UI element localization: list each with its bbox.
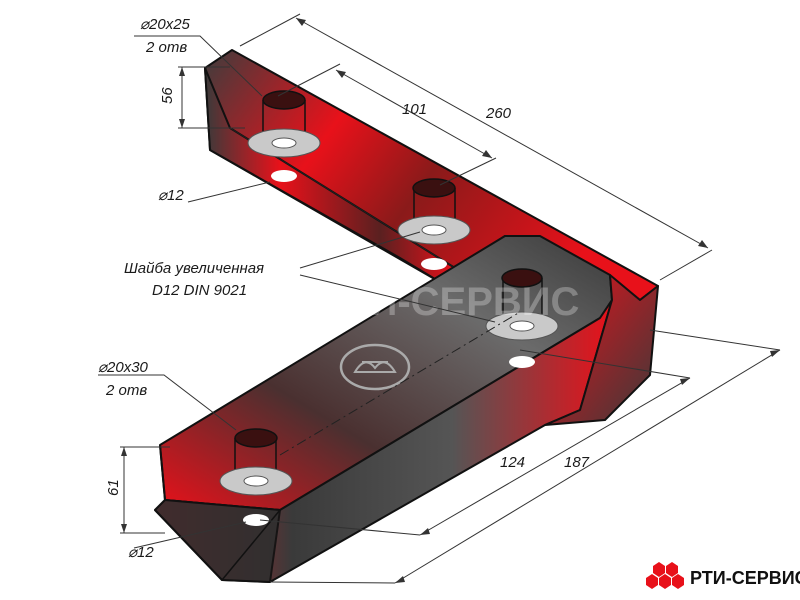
embossed-logo bbox=[339, 343, 411, 391]
outer-length-top-label: 260 bbox=[485, 105, 512, 122]
inner-length-bottom-label: 124 bbox=[500, 454, 525, 471]
center-line bbox=[279, 311, 521, 456]
lower-arm-skirt bbox=[154, 499, 281, 583]
bottom-height-label: 61 bbox=[105, 479, 122, 496]
brand-text: РТИ-СЕРВИС bbox=[690, 568, 800, 588]
top-hole-label: ⌀20x25 bbox=[140, 16, 191, 33]
hole-corner bbox=[485, 268, 559, 368]
watermark-hex-icon bbox=[235, 270, 301, 318]
brand-logo: РТИ-СЕРВИС bbox=[646, 562, 800, 589]
corner-end-face bbox=[544, 274, 659, 426]
inner-length-top-label: 101 bbox=[402, 101, 427, 118]
hole-top-1 bbox=[247, 90, 321, 182]
watermark: РТИ-СЕРВИС bbox=[235, 270, 579, 324]
top-height-label: 56 bbox=[159, 87, 176, 104]
bottom-small-hole-label: ⌀12 bbox=[128, 544, 154, 561]
hole-top-2 bbox=[397, 178, 471, 270]
dimension-lines bbox=[98, 13, 781, 584]
top-hole-count-label: 2 отв bbox=[145, 39, 187, 56]
watermark-text: РТИ-СЕРВИС bbox=[318, 280, 579, 324]
bottom-hole-label: ⌀20x30 bbox=[98, 359, 149, 376]
hole-bottom bbox=[219, 428, 293, 526]
bottom-hole-count-label: 2 отв bbox=[105, 382, 147, 399]
top-small-hole-label: ⌀12 bbox=[158, 187, 184, 204]
arrowheads bbox=[121, 18, 780, 583]
brand-hex-icon bbox=[646, 562, 684, 589]
outer-length-bottom-label: 187 bbox=[564, 454, 590, 471]
washer-label-line2: D12 DIN 9021 bbox=[152, 282, 247, 299]
washer-label-line1: Шайба увеличенная bbox=[124, 260, 264, 277]
holes bbox=[219, 90, 559, 526]
